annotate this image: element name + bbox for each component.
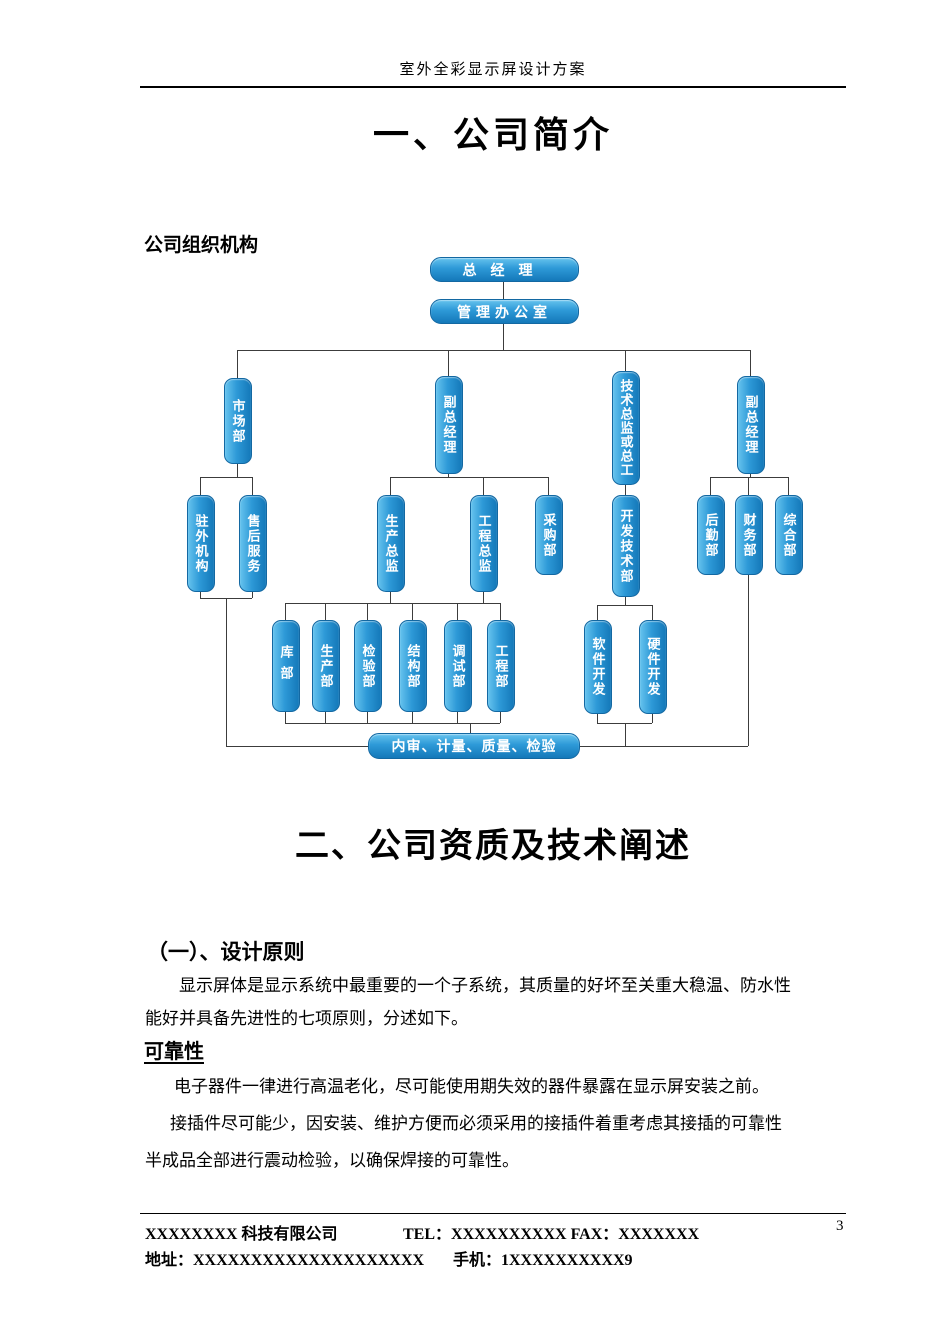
footer-tel-fax: TEL：XXXXXXXXXX FAX：XXXXXXX — [403, 1226, 700, 1243]
org-node-engineering-dept: 工程部 — [487, 620, 515, 712]
org-connector-line — [448, 472, 449, 477]
org-connector-line — [597, 712, 598, 723]
org-connector-line — [548, 477, 549, 495]
org-connector-line — [237, 350, 238, 378]
org-connector-line — [412, 603, 413, 620]
org-connector-line — [390, 590, 391, 603]
section2-title: 二、公司资质及技术阐述 — [295, 827, 691, 865]
org-connector-line — [226, 598, 227, 746]
org-connector-line — [625, 483, 626, 495]
org-connector-line — [457, 603, 458, 620]
org-node-finance-dept: 财务部 — [735, 495, 763, 575]
org-node-production-dept: 生产部 — [312, 620, 340, 712]
org-connector-line — [226, 746, 368, 747]
org-node-logistics-dept: 后勤部 — [697, 495, 725, 575]
org-connector-line — [390, 477, 548, 478]
org-connector-line — [748, 573, 749, 746]
org-node-audit-quality: 内审、计量、质量、检验 — [368, 733, 580, 759]
design-principles-heading: （一）、设计原则 — [147, 941, 305, 964]
org-node-structure-dept: 结构部 — [399, 620, 427, 712]
org-connector-line — [367, 603, 368, 620]
org-connector-line — [710, 477, 711, 495]
org-node-marketing-dept: 市场部 — [224, 378, 252, 464]
org-connector-line — [578, 746, 748, 747]
org-node-tech-director: 技术总监或总工 — [612, 371, 640, 485]
org-connector-line — [285, 603, 500, 604]
org-node-hardware-dev: 硬件开发 — [639, 620, 667, 714]
footer-company-name: XXXXXXXX 科技有限公司 — [145, 1226, 338, 1243]
org-connector-line — [367, 710, 368, 723]
footer-address: 地址：XXXXXXXXXXXXXXXXXXXX — [145, 1252, 425, 1269]
org-connector-line — [503, 280, 504, 299]
org-connector-line — [750, 350, 751, 376]
org-connector-line — [285, 723, 500, 724]
org-connector-line — [237, 350, 750, 351]
org-connector-line — [448, 350, 449, 376]
org-node-inspection-dept: 检验部 — [354, 620, 382, 712]
org-connector-line — [483, 477, 484, 495]
org-connector-line — [652, 605, 653, 620]
org-connector-line — [625, 350, 626, 371]
org-connector-line — [500, 710, 501, 723]
org-node-general-manager: 总经理 — [430, 257, 579, 282]
org-connector-line — [252, 590, 253, 598]
org-connector-line — [200, 477, 201, 495]
org-connector-line — [652, 712, 653, 723]
org-node-production-director: 生产总监 — [377, 495, 405, 592]
org-connector-line — [200, 590, 201, 598]
document-header-title: 室外全彩显示屏设计方案 — [140, 58, 846, 88]
org-connector-line — [710, 477, 788, 478]
org-node-deputy-gm-right: 副总经理 — [737, 376, 765, 474]
org-node-general-affairs-dept: 综合部 — [775, 495, 803, 575]
footer-divider — [140, 1213, 846, 1214]
org-connector-line — [750, 472, 751, 477]
org-connector-line — [625, 595, 626, 605]
org-connector-line — [325, 603, 326, 620]
org-connector-line — [483, 590, 484, 603]
org-connector-line — [503, 322, 504, 350]
org-connector-line — [597, 605, 598, 620]
org-connector-line — [597, 605, 652, 606]
reliability-item-2: 接插件尽可能少，因安装、维护方便而必须采用的接插件着重考虑其接插的可靠性 — [170, 1114, 782, 1133]
org-chart: 总经理 管理办公室 市场部 副总经理 技术总监或总工 副总经理 驻外机构 售后服… — [180, 255, 830, 770]
footer-mobile: 手机：1XXXXXXXXXX9 — [453, 1252, 633, 1269]
org-connector-line — [625, 723, 626, 746]
org-connector-line — [500, 603, 501, 620]
org-connector-line — [748, 477, 749, 495]
org-node-after-sales: 售后服务 — [239, 495, 267, 592]
org-connector-line — [325, 710, 326, 723]
section1-title: 一、公司简介 — [372, 114, 613, 155]
org-node-management-office: 管理办公室 — [430, 299, 579, 324]
org-node-overseas-offices: 驻外机构 — [187, 495, 215, 592]
org-node-warehouse-dept: 库部 — [272, 620, 300, 712]
reliability-item-3: 半成品全部进行震动检验，以确保焊接的可靠性。 — [145, 1151, 519, 1170]
org-connector-line — [200, 477, 252, 478]
org-connector-line — [457, 710, 458, 723]
org-node-deputy-gm-left: 副总经理 — [435, 376, 463, 474]
org-connector-line — [237, 462, 238, 477]
org-node-debugging-dept: 调试部 — [444, 620, 472, 712]
org-connector-line — [412, 710, 413, 723]
org-connector-line — [788, 477, 789, 495]
org-connector-line — [470, 723, 471, 733]
org-connector-line — [252, 477, 253, 495]
org-structure-heading: 公司组织机构 — [144, 235, 259, 256]
reliability-item-1: 电子器件一律进行高温老化，尽可能使用期失效的器件暴露在显示屏安装之前。 — [174, 1077, 769, 1096]
org-connector-line — [285, 603, 286, 620]
org-node-engineering-director: 工程总监 — [470, 495, 498, 592]
design-principles-paragraph: 显示屏体是显示系统中最重要的一个子系统，其质量的好坏至关重大稳温、防水性能好并具… — [145, 976, 791, 1028]
org-connector-line — [597, 723, 652, 724]
org-connector-line — [390, 477, 391, 495]
page-number: 3 — [836, 1218, 844, 1234]
org-connector-line — [285, 710, 286, 723]
reliability-heading: 可靠性 — [144, 1041, 204, 1063]
org-node-software-dev: 软件开发 — [584, 620, 612, 714]
org-node-purchasing-dept: 采购部 — [535, 495, 563, 575]
org-node-dev-tech-dept: 开发技术部 — [612, 495, 640, 597]
